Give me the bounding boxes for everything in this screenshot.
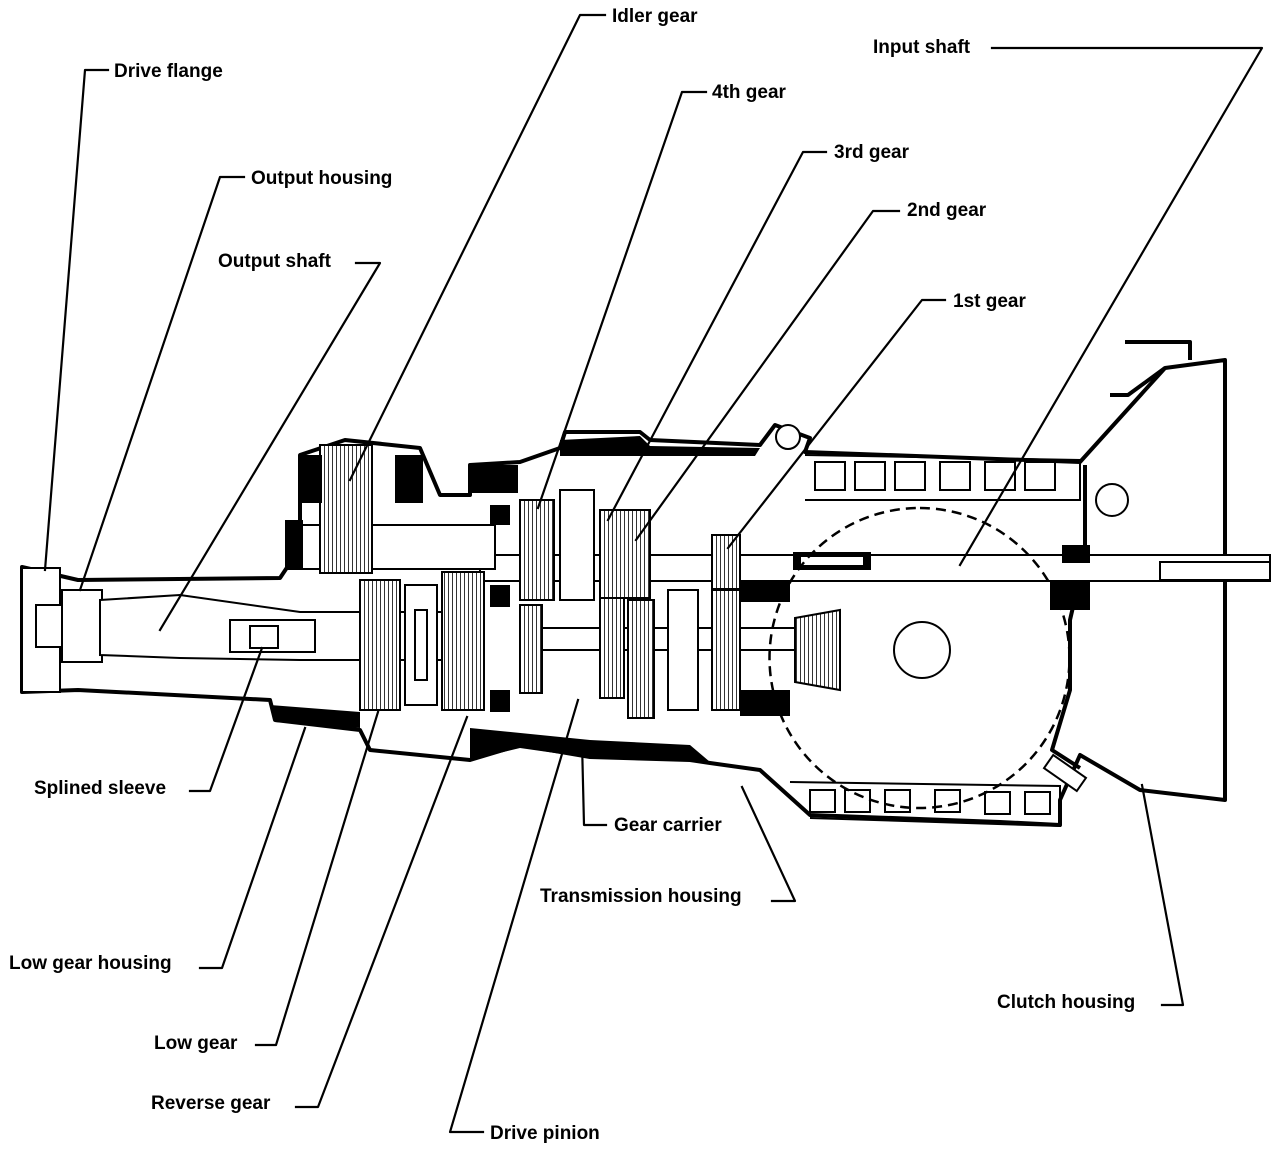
second-gear-shape bbox=[599, 597, 625, 699]
label-2nd-gear: 2nd gear bbox=[907, 200, 987, 221]
input-shaft-shape bbox=[479, 554, 1271, 582]
clutch-disc-shape bbox=[768, 506, 1071, 810]
idler-gear-shape bbox=[319, 444, 373, 574]
leader-lines bbox=[43, 13, 1264, 1134]
label-output-housing: Output housing bbox=[251, 168, 392, 189]
label-input-shaft: Input shaft bbox=[873, 37, 971, 58]
fourth-gear-shape bbox=[519, 499, 555, 601]
label-3rd-gear: 3rd gear bbox=[834, 142, 910, 163]
part-labels: Drive flange Output housing Output shaft… bbox=[9, 6, 1135, 1144]
transmission-body bbox=[20, 340, 1271, 828]
label-splined-sleeve: Splined sleeve bbox=[34, 778, 166, 799]
label-drive-pinion: Drive pinion bbox=[490, 1123, 600, 1144]
housing-ribs-bottom bbox=[789, 781, 1061, 828]
transmission-outline bbox=[20, 358, 1227, 827]
label-low-gear-housing: Low gear housing bbox=[9, 953, 172, 974]
third-gear-shape bbox=[599, 509, 651, 599]
clutch-hub bbox=[893, 621, 951, 679]
first-gear-shape bbox=[711, 589, 741, 711]
label-4th-gear: 4th gear bbox=[712, 82, 787, 103]
low-gear-shape bbox=[359, 579, 401, 711]
drive-pinion-shape bbox=[794, 608, 841, 692]
label-low-gear: Low gear bbox=[154, 1033, 238, 1054]
label-gear-carrier: Gear carrier bbox=[614, 815, 722, 836]
reverse-gear-shape bbox=[441, 571, 485, 711]
label-output-shaft: Output shaft bbox=[218, 251, 332, 272]
label-reverse-gear: Reverse gear bbox=[151, 1093, 271, 1114]
label-1st-gear: 1st gear bbox=[953, 291, 1026, 312]
label-clutch-housing: Clutch housing bbox=[997, 992, 1135, 1013]
label-idler-gear: Idler gear bbox=[612, 6, 698, 27]
housing-ribs-top bbox=[804, 454, 1081, 501]
label-drive-flange: Drive flange bbox=[114, 61, 223, 82]
label-transmission-housing: Transmission housing bbox=[540, 886, 742, 907]
